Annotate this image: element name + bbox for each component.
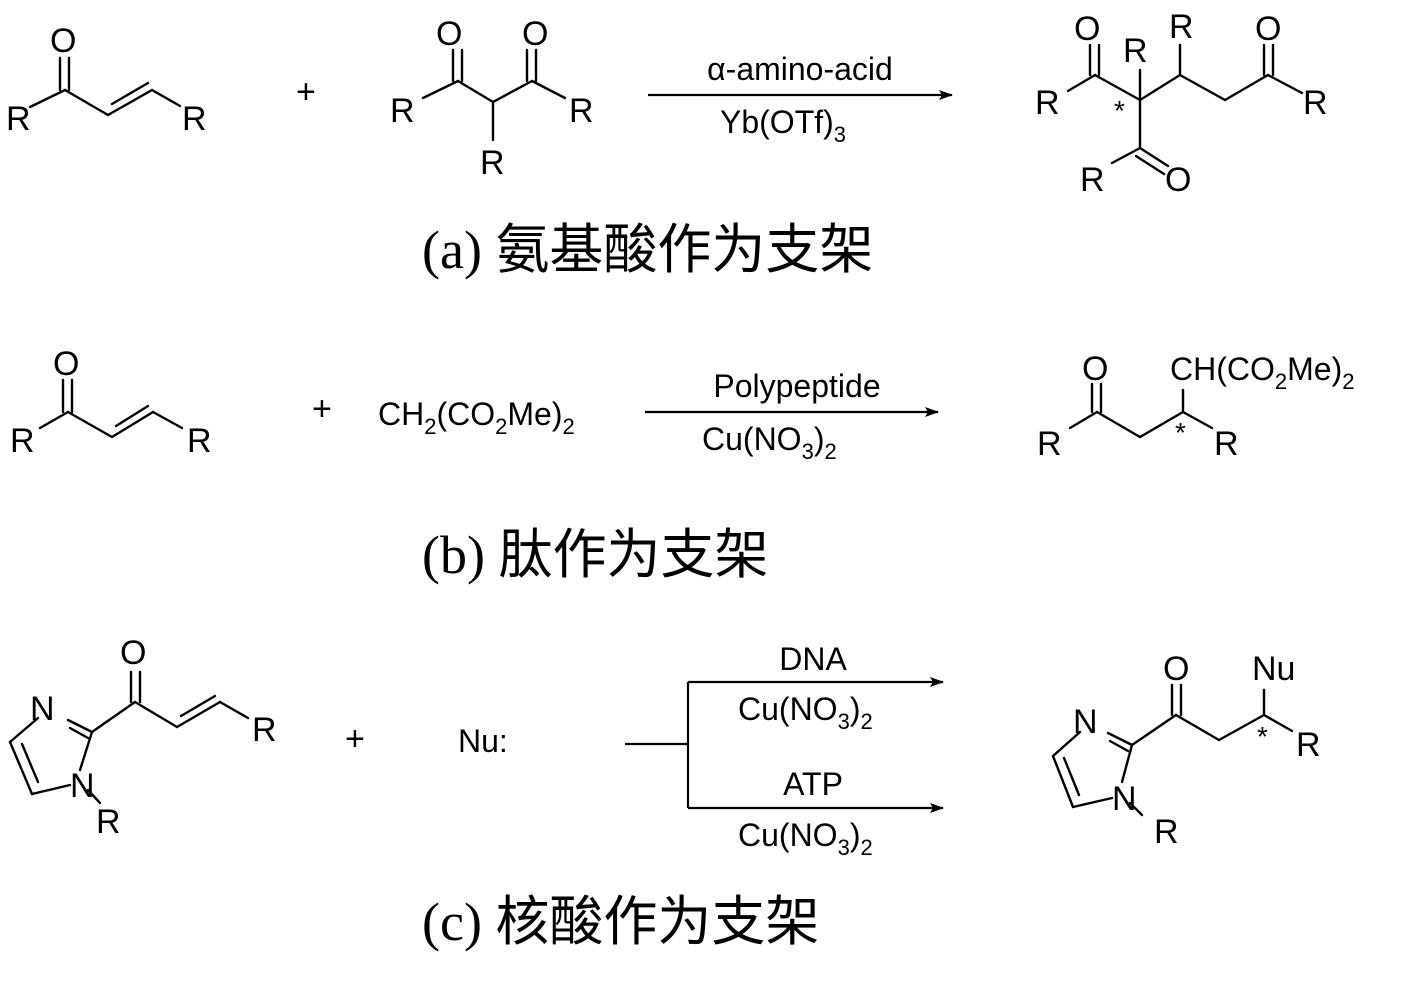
atom-nitrogen: N xyxy=(70,767,95,805)
diketone-reactant: O O R R R xyxy=(390,15,594,182)
reagent-amino-acid: α-amino-acid xyxy=(707,51,893,87)
malonate-substituent: CH(CO2Me)2 xyxy=(1170,351,1354,394)
enone-reactant-a: O R R xyxy=(6,22,207,138)
reagent-dna: DNA xyxy=(779,641,847,677)
atom-oxygen: O xyxy=(50,22,76,60)
reaction-arrow-b: Polypeptide Cu(NO3)2 xyxy=(645,368,939,464)
scheme-a: O R R + O O R R R α-amino-acid Yb(OTf)3 xyxy=(6,8,1328,280)
atom-r: R xyxy=(10,422,35,460)
caption-b: (b) 肽作为支架 xyxy=(422,525,768,585)
atom-r: R xyxy=(1123,32,1148,70)
reaction-arrow-a: α-amino-acid Yb(OTf)3 xyxy=(648,51,953,147)
atom-oxygen: O xyxy=(522,15,548,53)
atom-r: R xyxy=(1296,726,1321,764)
atom-nitrogen: N xyxy=(30,690,55,728)
imidazole-enone-reactant: N N O R R xyxy=(8,634,277,841)
atom-r: R xyxy=(1169,8,1194,46)
stereocenter-asterisk: * xyxy=(1114,95,1125,126)
atom-r: R xyxy=(1303,84,1328,122)
nucleophile: Nu: xyxy=(458,723,508,759)
atom-r: R xyxy=(480,144,505,182)
plus-sign: + xyxy=(312,390,332,428)
stereocenter-asterisk: * xyxy=(1257,721,1268,752)
branched-reaction-arrows: DNA Cu(NO3)2 ATP Cu(NO3)2 xyxy=(625,641,944,860)
plus-sign: + xyxy=(296,73,316,111)
plus-sign: + xyxy=(345,720,365,758)
atom-r: R xyxy=(569,92,594,130)
stereocenter-asterisk: * xyxy=(1175,417,1186,448)
atom-r: R xyxy=(1214,425,1239,463)
atom-r: R xyxy=(1080,161,1105,199)
atom-r: R xyxy=(182,100,207,138)
reagent-copper-nitrate: Cu(NO3)2 xyxy=(738,817,873,860)
atom-r: R xyxy=(1035,84,1060,122)
atom-oxygen: O xyxy=(53,345,79,383)
atom-oxygen: O xyxy=(1074,10,1100,48)
atom-oxygen: O xyxy=(1163,650,1189,688)
reagent-copper-nitrate: Cu(NO3)2 xyxy=(702,421,837,464)
atom-oxygen: O xyxy=(1165,161,1191,199)
atom-nitrogen: N xyxy=(1112,780,1137,818)
dimethyl-malonate: CH2(CO2Me)2 xyxy=(378,396,575,439)
reagent-atp: ATP xyxy=(783,766,843,802)
atom-nucleophile: Nu xyxy=(1252,650,1295,688)
product-c: N N O Nu * R R xyxy=(1051,650,1321,851)
reagent-copper-nitrate: Cu(NO3)2 xyxy=(738,691,873,734)
scheme-b: O R R + CH2(CO2Me)2 Polypeptide Cu(NO3)2… xyxy=(10,345,1354,585)
atom-r: R xyxy=(390,92,415,130)
atom-r: R xyxy=(96,803,121,841)
reagent-polypeptide: Polypeptide xyxy=(713,368,880,404)
product-a: O R R O R R * R O xyxy=(1035,8,1328,199)
atom-r: R xyxy=(187,422,212,460)
atom-oxygen: O xyxy=(436,15,462,53)
enone-reactant-b: O R R xyxy=(10,345,212,460)
scheme-c: N N O R R + Nu: DNA Cu(NO3)2 ATP Cu(NO3)… xyxy=(8,634,1321,952)
atom-r: R xyxy=(252,711,277,749)
atom-oxygen: O xyxy=(120,634,146,672)
atom-oxygen: O xyxy=(1255,10,1281,48)
atom-r: R xyxy=(6,100,31,138)
atom-nitrogen: N xyxy=(1073,703,1098,741)
atom-r: R xyxy=(1037,425,1062,463)
reagent-ytterbium-triflate: Yb(OTf)3 xyxy=(720,104,846,147)
caption-c: (c) 核酸作为支架 xyxy=(422,892,819,952)
atom-r: R xyxy=(1154,813,1179,851)
atom-oxygen: O xyxy=(1082,350,1108,388)
caption-a: (a) 氨基酸作为支架 xyxy=(422,220,873,280)
product-b: O R R * CH(CO2Me)2 xyxy=(1037,350,1354,463)
